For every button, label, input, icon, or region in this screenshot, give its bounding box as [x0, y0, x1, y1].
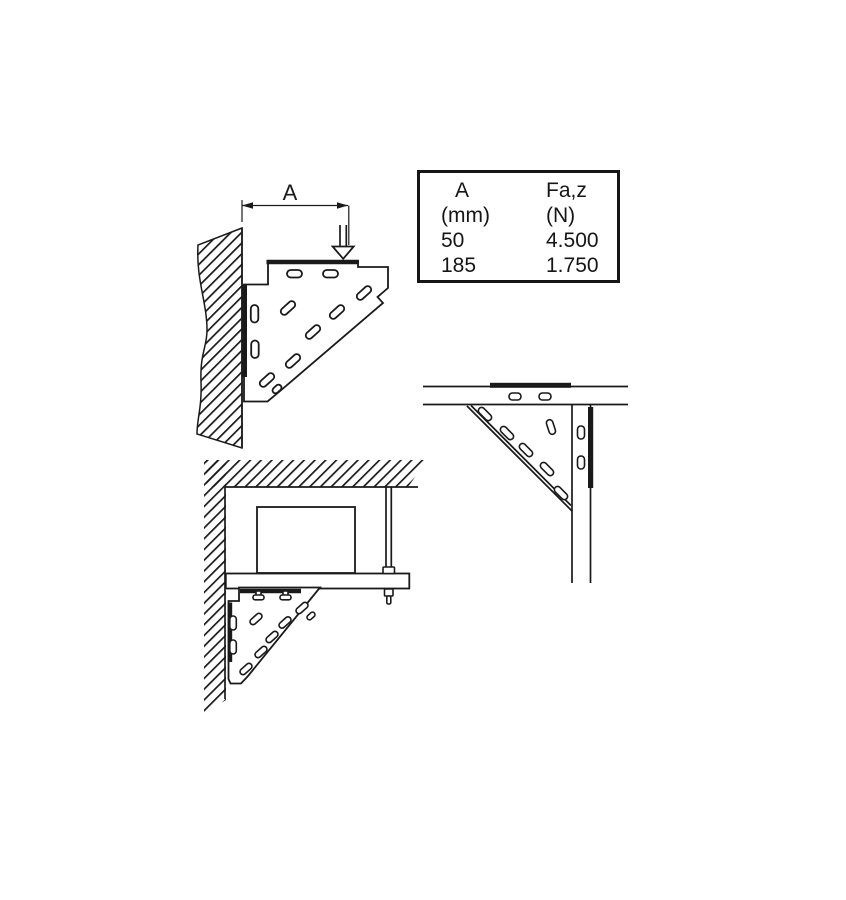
table-col-f-unit: (N)	[546, 204, 576, 227]
plan-view-diagram	[423, 382, 628, 583]
table-row2-faz: 1.750	[546, 254, 599, 277]
dimension-label: A	[283, 180, 298, 205]
force-arrow	[330, 225, 356, 261]
table-col-a-header: A	[455, 179, 470, 202]
table-col-a-unit: (mm)	[441, 204, 490, 227]
bracket-slots	[249, 269, 373, 395]
dimension-annotation: A	[241, 180, 350, 245]
bracket-installed-slots	[229, 601, 316, 676]
load-table: A Fa,z (mm) (N) 50 4.500 185 1.750	[417, 170, 620, 283]
tray-rail-vertical	[571, 404, 594, 583]
support-shelf	[224, 572, 411, 590]
bracket-plan-view	[466, 404, 573, 512]
wall-cross-section-lower	[204, 460, 226, 713]
fixing-bolts	[252, 590, 292, 601]
table-col-f-header: Fa,z	[546, 179, 587, 202]
tray-rail-horizontal	[423, 382, 628, 406]
ceiling-cross-section	[206, 460, 427, 488]
table-row1-faz: 4.500	[546, 229, 599, 252]
bracket-plan-slots	[477, 406, 569, 501]
bracket-installed-view	[227, 586, 322, 685]
threaded-rod	[382, 487, 396, 605]
table-row2-a: 185	[441, 254, 477, 277]
table-row1-a: 50	[441, 229, 465, 252]
bracket-side-view	[242, 259, 389, 403]
side-view-diagram: A	[196, 180, 389, 450]
cable-tray-box	[256, 506, 356, 574]
installation-view-diagram	[204, 460, 427, 713]
wall-cross-section	[196, 226, 243, 450]
